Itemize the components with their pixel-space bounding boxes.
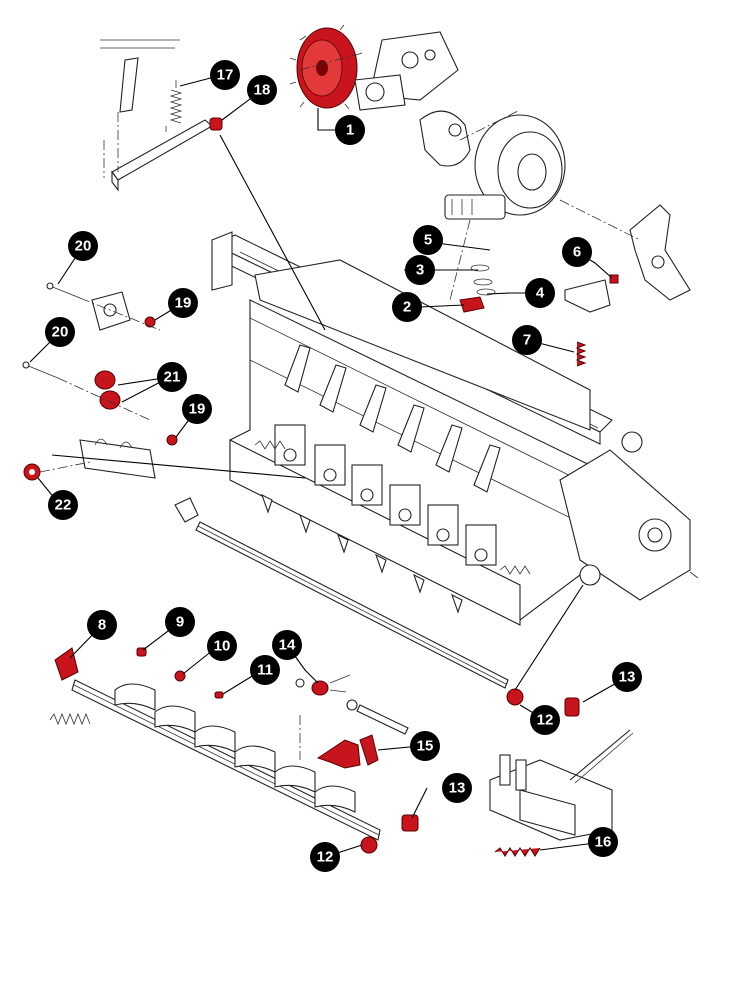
screw-11	[214, 691, 224, 699]
bolt-13a	[564, 697, 580, 717]
gear-assembly	[289, 24, 566, 301]
bolt-13b	[401, 814, 419, 832]
svg-text:22: 22	[55, 497, 72, 514]
svg-text:21: 21	[164, 369, 181, 386]
svg-text:17: 17	[217, 67, 234, 84]
bushings-21	[94, 370, 121, 410]
callout-11: 11	[250, 655, 280, 685]
bracket-6	[564, 274, 619, 313]
svg-text:19: 19	[189, 401, 206, 418]
left-mounting-parts	[22, 282, 178, 481]
svg-text:20: 20	[75, 238, 92, 255]
bottom-right-bracket	[489, 729, 634, 857]
callout-10: 10	[207, 631, 237, 661]
small-parts-2-7	[459, 199, 691, 367]
svg-text:15: 15	[417, 738, 434, 755]
svg-text:6: 6	[573, 244, 581, 261]
callout-21: 21	[157, 362, 187, 392]
callout-2: 2	[392, 292, 422, 322]
svg-text:18: 18	[254, 82, 271, 99]
bushing-12b	[360, 836, 378, 854]
svg-text:7: 7	[523, 332, 531, 349]
tension-spring-17	[165, 80, 183, 132]
svg-text:12: 12	[537, 712, 554, 729]
hub-housing	[444, 114, 566, 220]
svg-text:16: 16	[595, 834, 612, 851]
svg-text:2: 2	[403, 299, 411, 316]
svg-text:9: 9	[176, 614, 184, 631]
svg-text:8: 8	[98, 617, 106, 634]
svg-text:4: 4	[536, 285, 545, 302]
spring-clip-14	[295, 674, 351, 696]
callouts: 1 2 3 4 5 6 7 8 9 10 11 12 12 13 13 14 1…	[29, 60, 642, 872]
callout-7: 7	[512, 325, 542, 355]
svg-text:20: 20	[52, 324, 69, 341]
callout-3: 3	[405, 255, 435, 285]
svg-text:11: 11	[257, 662, 273, 679]
spacer-19	[144, 316, 178, 446]
bushing-22	[23, 463, 41, 481]
washer-10	[174, 670, 186, 682]
callout-18: 18	[247, 75, 277, 105]
svg-text:13: 13	[619, 669, 636, 686]
bracket-block	[91, 291, 131, 331]
bottom-teeth	[261, 493, 463, 614]
callout-1: 1	[335, 115, 365, 145]
main-frame-assembly	[211, 231, 699, 626]
bushing-12a	[506, 688, 524, 706]
svg-text:3: 3	[416, 262, 424, 279]
svg-text:13: 13	[449, 780, 466, 797]
callout-19-top: 19	[168, 288, 198, 318]
callout-14: 14	[272, 630, 302, 660]
callout-13-right: 13	[612, 662, 642, 692]
svg-text:14: 14	[279, 637, 296, 654]
callout-6: 6	[562, 237, 592, 267]
callout-12-right: 12	[530, 705, 560, 735]
spring-left	[49, 712, 91, 726]
svg-text:19: 19	[175, 295, 192, 312]
spring-7	[575, 341, 587, 367]
svg-text:5: 5	[424, 232, 432, 249]
callout-20-bottom: 20	[45, 317, 75, 347]
lower-middle-parts	[295, 674, 580, 854]
rocker-shaft-assembly	[49, 647, 381, 841]
callout-22: 22	[48, 490, 78, 520]
valve-block-row	[274, 424, 497, 566]
svg-text:10: 10	[214, 638, 231, 655]
lever-15	[316, 734, 379, 769]
leader-arrows	[51, 134, 584, 691]
callout-16: 16	[588, 827, 618, 857]
callout-12-bottom: 12	[310, 842, 340, 872]
rocker-fingers	[114, 683, 356, 813]
cover-plate	[419, 110, 471, 167]
svg-text:12: 12	[317, 849, 334, 866]
callout-8: 8	[87, 610, 117, 640]
rocker-arm-row	[284, 344, 501, 493]
svg-text:1: 1	[346, 122, 354, 139]
callout-5: 5	[413, 225, 443, 255]
spring-16	[494, 847, 541, 857]
callout-15: 15	[410, 731, 440, 761]
top-left-linkage	[100, 39, 223, 192]
callout-4: 4	[525, 278, 555, 308]
callout-19-bottom: 19	[182, 394, 212, 424]
gear-1	[289, 24, 363, 110]
spacer-2	[459, 296, 485, 313]
callout-20-top: 20	[68, 231, 98, 261]
clip-bracket	[79, 438, 156, 479]
valve-head	[354, 31, 459, 111]
bushing-18	[209, 117, 223, 131]
callout-13-bottom: 13	[442, 773, 472, 803]
callout-9: 9	[165, 607, 195, 637]
pivot-plate	[559, 199, 691, 301]
washers-3-5	[470, 264, 496, 296]
long-shaft	[174, 497, 509, 689]
pin-bolt	[346, 699, 409, 735]
callout-17: 17	[210, 60, 240, 90]
